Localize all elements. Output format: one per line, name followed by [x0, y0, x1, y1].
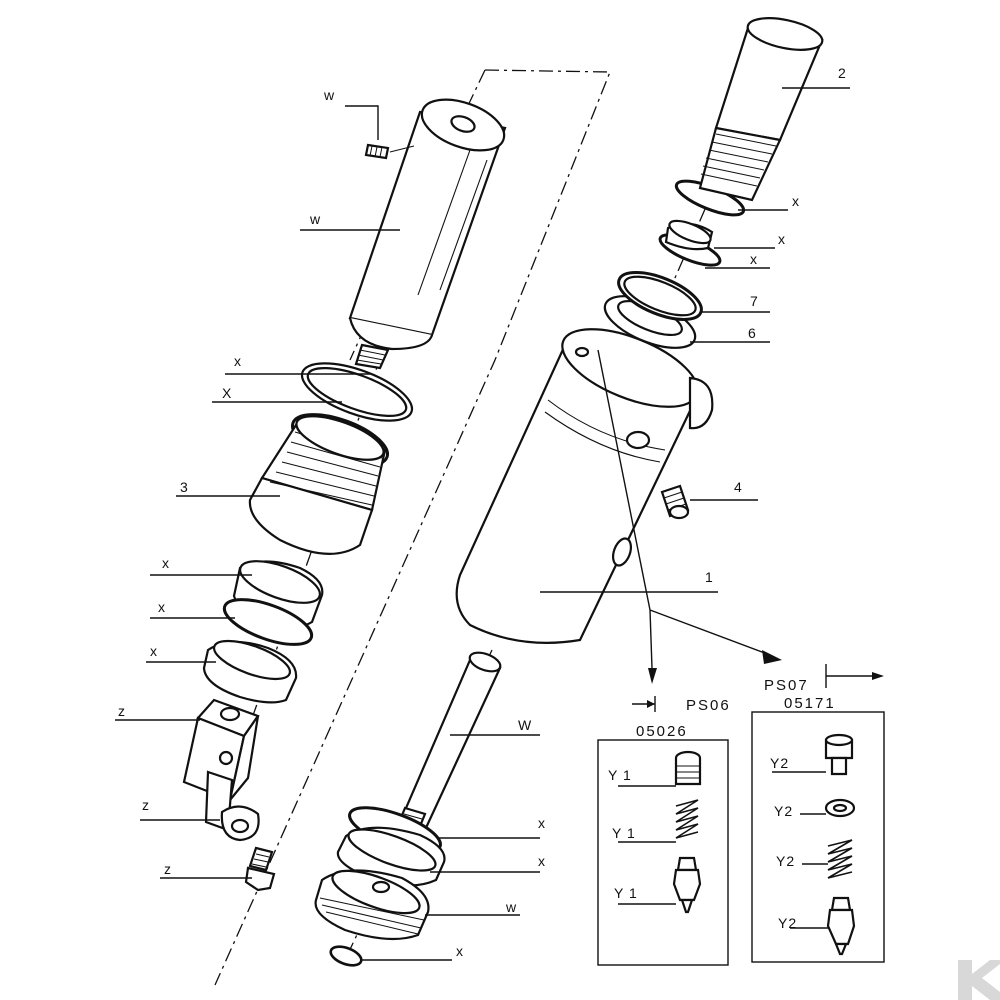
label-x-bottom-2: x: [538, 853, 546, 869]
arrow-ps07: [762, 650, 782, 664]
label-x-2: x: [778, 231, 786, 247]
label-z-1: z: [118, 703, 126, 719]
label-z-2: z: [142, 797, 150, 813]
variant-ps07-item-2: Y2: [774, 803, 793, 819]
label-w-bottom: w: [505, 899, 517, 915]
variant-ps07-item-4: Y2: [778, 915, 797, 931]
plug-2: [698, 17, 824, 202]
grub-screw-4: [660, 484, 690, 520]
variant-leader: [597, 349, 771, 669]
cylinder-body-1: [455, 328, 714, 644]
label-W-rod: W: [518, 717, 532, 733]
label-x-left-4: x: [158, 599, 166, 615]
label-x-1: x: [792, 193, 800, 209]
arrow-ps06: [648, 668, 657, 684]
valve-pin-y2: [826, 896, 856, 956]
accumulator-cylinder: [348, 98, 507, 370]
variant-ps07-item-1: Y2: [770, 755, 789, 771]
variant-ps06-item-2: Y 1: [612, 825, 636, 841]
spring-y2: [827, 839, 853, 879]
bolt-z: [244, 846, 276, 892]
variant-ps06-item-3: Y 1: [614, 885, 638, 901]
label-part-1: 1: [705, 569, 714, 585]
label-x-3: x: [750, 251, 758, 267]
variant-box-ps07: PS07 05171 Y2 Y2 Y2 Y2: [751, 664, 885, 963]
label-part-4: 4: [734, 479, 743, 495]
label-w-body: w: [309, 211, 321, 227]
variant-ps07-item-3: Y2: [776, 853, 795, 869]
spring-y1: [675, 799, 699, 839]
piston-seals-bottom: [314, 806, 446, 967]
variant-ps07-frame: [751, 711, 885, 963]
banjo-fitting-z: [204, 770, 260, 842]
label-x-bottom-3: x: [456, 943, 464, 959]
label-part-6: 6: [748, 325, 757, 341]
label-x-left-5: x: [150, 643, 158, 659]
label-part-7: 7: [750, 293, 759, 309]
label-z-3: z: [164, 861, 172, 877]
piston-rod-W: [394, 651, 502, 838]
ring-7: [617, 271, 703, 321]
label-part-3: 3: [180, 479, 189, 495]
label-x-left-3: x: [162, 555, 170, 571]
leader-lines: [115, 87, 850, 961]
part-labels: w w 2 x x x 7 6 x X 3 4 1 x x x z z z W …: [118, 65, 847, 959]
assembly-boundary: [214, 69, 611, 986]
spring-cap-y1: [674, 750, 702, 786]
grub-screw-w: [364, 143, 415, 160]
variant-ps07-number: 05171: [784, 695, 836, 712]
variant-ps07-code: PS07: [764, 677, 809, 694]
variant-ps06-number: 05026: [636, 723, 688, 740]
seal-rings-left: [202, 560, 324, 704]
label-x-left-1: x: [234, 353, 242, 369]
label-w-top: w: [323, 87, 335, 103]
variant-ps06-item-1: Y 1: [608, 767, 632, 783]
valve-cap-y2: [824, 733, 854, 776]
label-x-bottom-1: x: [538, 815, 546, 831]
corner-logo: [958, 960, 1000, 1000]
washer-y2: [824, 798, 856, 818]
o-rings-right: [658, 179, 746, 267]
variant-box-ps06: PS06 05026 Y 1 Y 1 Y 1: [597, 696, 731, 966]
variant-ps06-code: PS06: [686, 697, 731, 714]
variant-ps06-frame: [597, 739, 729, 966]
valve-pin-y1: [672, 856, 702, 914]
label-part-2: 2: [838, 65, 847, 81]
threaded-nut-3: [248, 415, 387, 555]
label-X-left-2: X: [222, 385, 232, 401]
